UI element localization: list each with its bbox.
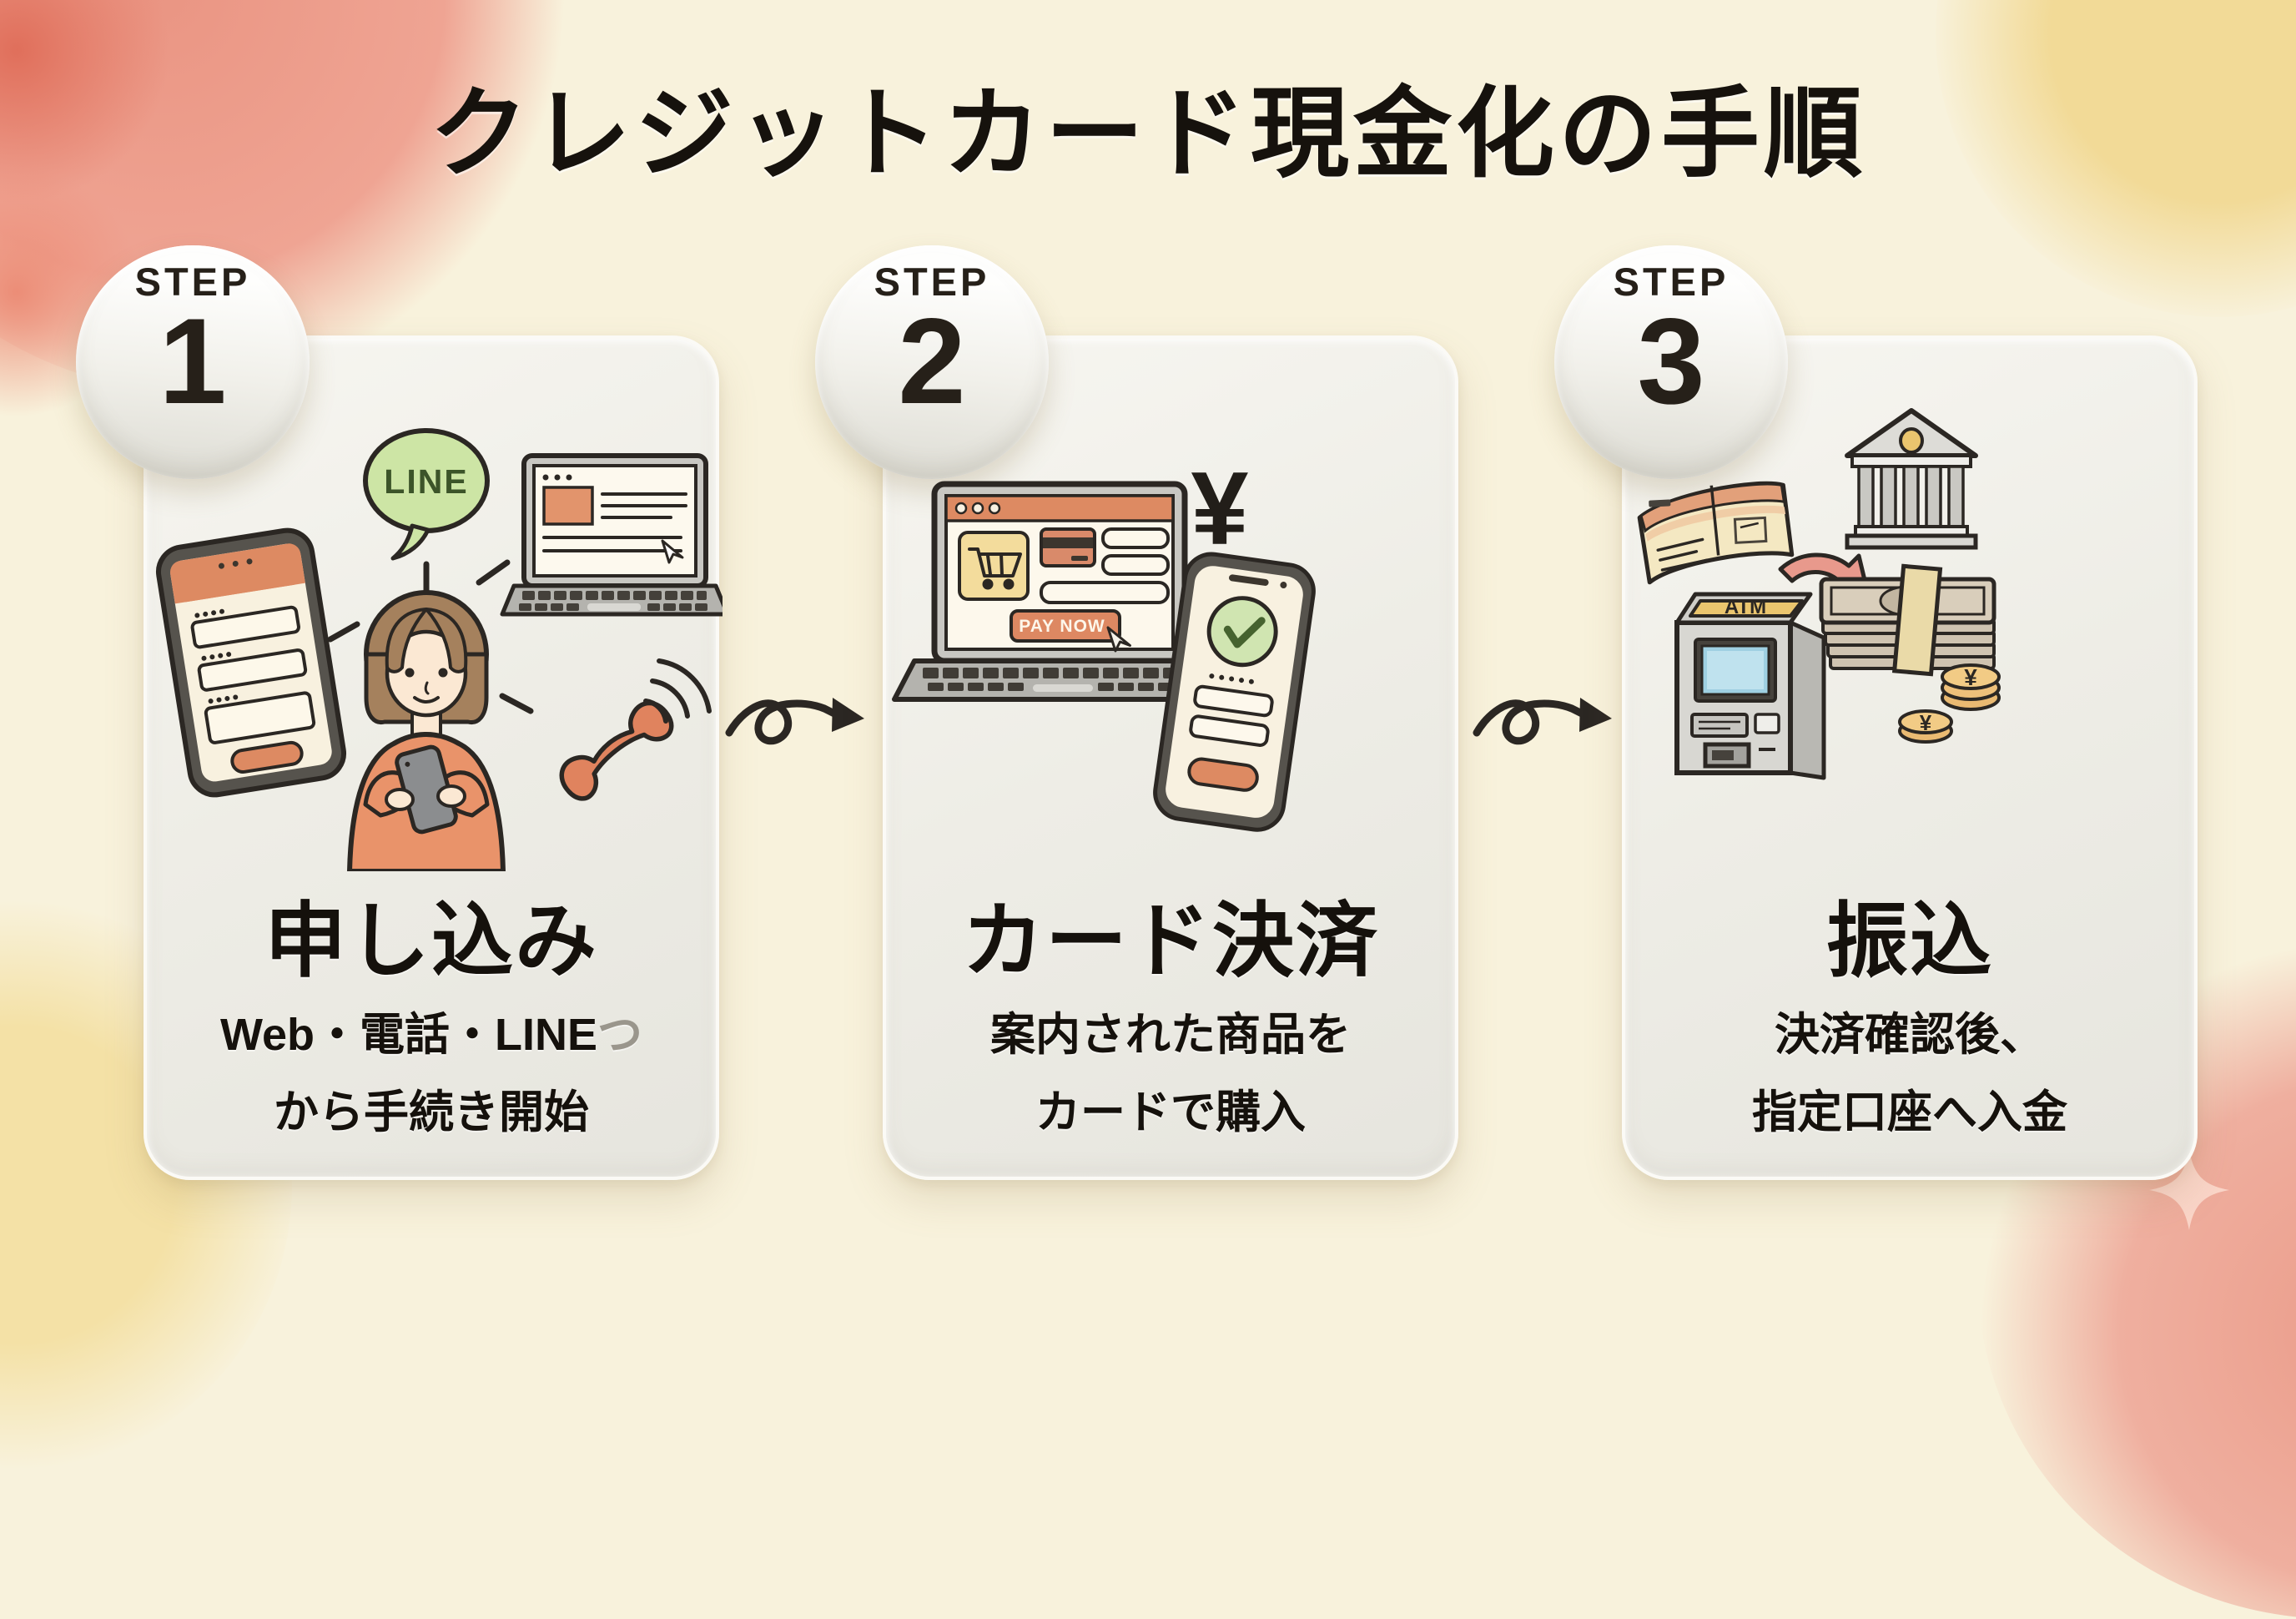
step-1-badge-label: STEP: [134, 260, 251, 304]
step-2-badge-number: 2: [898, 292, 966, 429]
step-3-desc-line1: 決済確認後、: [1775, 1010, 2045, 1060]
step-1-description: Web・電話・LINEつ から手続き開始: [147, 996, 716, 1152]
pay-now-label: PAY NOW: [1019, 617, 1105, 636]
page-title: クレジットカード現金化の手順: [429, 79, 1866, 189]
step-2-heading: カード決済: [961, 895, 1379, 986]
yen-symbol: ¥: [1191, 451, 1249, 567]
step-3-badge: STEP 3: [1554, 245, 1788, 479]
step-card-1: STEP 1 LINE: [76, 245, 723, 1180]
smartphone-confirmation-icon: [1153, 552, 1316, 832]
cash-stack-icon: [1819, 563, 1996, 677]
line-bubble-label: LINE: [384, 462, 468, 501]
laptop-icon: [500, 453, 723, 617]
passbook-icon: [1637, 481, 1795, 585]
step-1-badge: STEP 1: [76, 245, 310, 479]
step-3-illustration: ¥ ¥ ATM: [1637, 408, 2001, 780]
cursor-icon: [661, 539, 684, 564]
check-circle-icon: [1206, 596, 1278, 668]
step-2-desc-line2: カードで購入: [1035, 1087, 1306, 1137]
step-1-desc-artifact: つ: [597, 1010, 642, 1060]
cart-icon: [968, 547, 1022, 590]
step-2-description: 案内された商品を カードで購入: [886, 996, 1455, 1152]
atm-label: ATM: [1725, 596, 1766, 618]
shopping-laptop-icon: PAY NOW: [892, 481, 1227, 702]
step-2-desc-line1: 案内された商品を: [990, 1010, 1351, 1060]
coins-icon: ¥ ¥: [1898, 663, 2001, 744]
sparkle-icon: [2149, 1150, 2229, 1230]
phone-call-icon: [559, 658, 712, 801]
step-3-desc-line2: 指定口座へ入金: [1752, 1087, 2067, 1137]
step-3-heading: 振込: [1825, 895, 1993, 986]
line-bubble: LINE: [363, 428, 490, 561]
coin-yen-label-2: ¥: [1920, 710, 1932, 735]
flow-arrow-2: [1470, 681, 1619, 763]
woman-illustration: [346, 590, 506, 871]
step-3-description: 決済確認後、 指定口座へ入金: [1625, 996, 2194, 1152]
step-3-badge-number: 3: [1637, 292, 1705, 429]
step-card-3: STEP 3: [1554, 245, 2198, 1180]
cursor-icon: [1106, 626, 1131, 653]
connector-dashes: [327, 559, 534, 714]
atm-icon: ATM: [1674, 592, 1826, 780]
step-3-badge-label: STEP: [1613, 260, 1730, 304]
step-1-badge-number: 1: [159, 292, 227, 429]
smartphone-form-icon: [156, 527, 346, 798]
step-2-badge: STEP 2: [815, 245, 1049, 479]
credit-card-icon: [1040, 527, 1096, 567]
pay-now-button: PAY NOW: [1010, 609, 1121, 643]
bank-icon: [1845, 408, 1978, 550]
step-1-heading: 申し込み: [264, 895, 598, 986]
step-card-2: STEP 2 ¥: [815, 245, 1458, 1180]
coin-yen-label-1: ¥: [1964, 664, 1977, 690]
step-2-badge-label: STEP: [874, 260, 990, 304]
step-1-desc-line2: から手続き開始: [274, 1087, 589, 1137]
step-1-desc-line1: Web・電話・LINE: [219, 1010, 597, 1060]
flow-arrow-1: [723, 681, 871, 763]
step-1-illustration: LINE: [156, 428, 723, 871]
step-2-illustration: ¥: [892, 451, 1316, 832]
